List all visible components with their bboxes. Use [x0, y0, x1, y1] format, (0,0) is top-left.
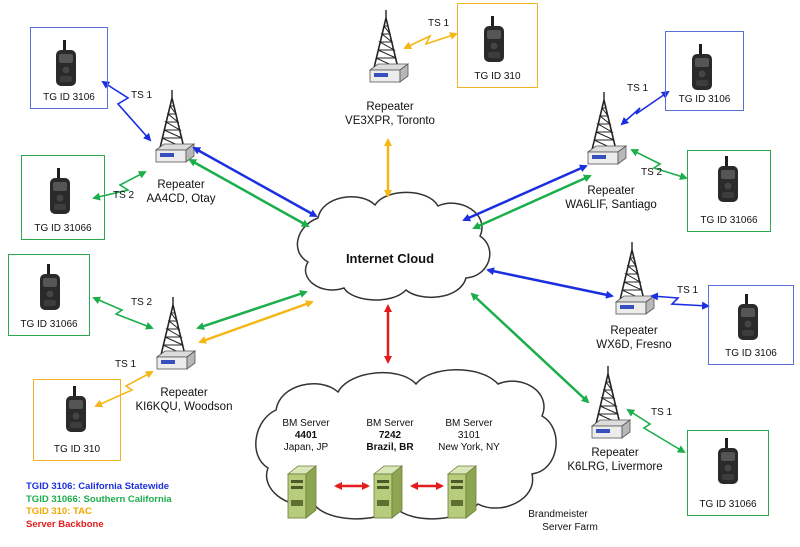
- repeater-label-woodson: Repeater KI6KQU, Woodson: [124, 386, 244, 414]
- ts-link-fresno-1: [650, 292, 710, 310]
- radio-box-fresno-ts1: TG ID 3106: [708, 285, 794, 365]
- legend-item-tac: TGID 310: TAC: [26, 506, 92, 517]
- server-label-newyork: BM Server 3101 New York, NY: [424, 418, 514, 454]
- repeater-label-line1: Repeater: [157, 179, 205, 191]
- repeater-label-santiago: Repeater WA6LIF, Santiago: [556, 184, 666, 212]
- internet-cloud-icon: [296, 191, 491, 301]
- server-label-id: 4401: [294, 430, 318, 441]
- server-farm-line2: Server Farm: [542, 522, 598, 533]
- ts-link-santiago-1: [620, 90, 670, 126]
- radio-box-livermore-ts1: TG ID 31066: [687, 430, 769, 516]
- timeslot-label: TS 1: [115, 359, 137, 370]
- server-label-line1: BM Server: [445, 418, 493, 429]
- server-label-line1: BM Server: [282, 418, 330, 429]
- radio-box-woodson-ts1: TG ID 310: [33, 379, 121, 461]
- radio-box-woodson-ts2: TG ID 31066: [8, 254, 90, 336]
- radio-tower-icon: [615, 241, 655, 315]
- link-otay-green: [188, 158, 310, 228]
- server-label-japan: BM Server 4401 Japan, JP: [266, 418, 346, 454]
- radio-tg-label: TG ID 3106: [678, 94, 731, 105]
- server-label-location: Japan, JP: [283, 442, 329, 453]
- repeater-label-line2: VE3XPR, Toronto: [345, 115, 435, 127]
- link-fresno-blue: [486, 267, 614, 299]
- timeslot-label: TS 1: [651, 407, 673, 418]
- timeslot-label: TS 1: [428, 18, 450, 29]
- timeslot-label: TS 2: [113, 190, 135, 201]
- repeater-label-line2: AA4CD, Otay: [146, 193, 216, 205]
- link-livermore-green: [470, 292, 590, 404]
- link-santiago-green: [472, 174, 592, 230]
- radio-tower-icon: [155, 89, 195, 163]
- server-icon: [447, 465, 477, 519]
- repeater-label-fresno: Repeater WX6D, Fresno: [584, 324, 684, 352]
- ts-link-otay-1: [101, 80, 152, 142]
- radio-box-otay-ts1: TG ID 3106: [30, 27, 108, 109]
- timeslot-label: TS 2: [131, 297, 153, 308]
- server-label-id: 3101: [457, 430, 481, 441]
- server-label-line1: BM Server: [366, 418, 414, 429]
- timeslot-label: TS 2: [641, 167, 663, 178]
- server-label-brazil: BM Server 7242 Brazil, BR: [350, 418, 430, 454]
- radio-tg-label: TG ID 31066: [699, 499, 757, 510]
- server-label-location: Brazil, BR: [366, 442, 414, 453]
- ts-link-santiago-2: [630, 149, 688, 181]
- radio-tower-icon: [587, 91, 627, 165]
- ts-link-livermore-1: [626, 408, 686, 454]
- radio-tg-label: TG ID 310: [53, 444, 101, 455]
- radio-tg-label: TG ID 31066: [20, 319, 78, 330]
- repeater-label-line2: K6LRG, Livermore: [567, 461, 663, 473]
- repeater-label-line2: KI6KQU, Woodson: [135, 401, 233, 413]
- radio-box-toronto-ts1: TG ID 310: [457, 3, 538, 88]
- ts-link-woodson-1: [94, 371, 154, 408]
- repeater-label-livermore: Repeater K6LRG, Livermore: [560, 446, 670, 474]
- timeslot-label: TS 1: [627, 83, 649, 94]
- server-label-location: New York, NY: [438, 442, 500, 453]
- radio-box-santiago-ts1: TG ID 3106: [665, 31, 744, 111]
- legend-item-backbone: Server Backbone: [26, 518, 104, 530]
- ts-link-woodson-2: [92, 296, 154, 330]
- server-icon: [287, 465, 317, 519]
- ts-link-toronto-1: [403, 32, 458, 50]
- repeater-label-toronto: Repeater VE3XPR, Toronto: [330, 100, 450, 128]
- server-icon: [373, 465, 403, 519]
- radio-tower-icon: [369, 9, 409, 83]
- repeater-label-line1: Repeater: [610, 325, 658, 337]
- repeater-label-line1: Repeater: [587, 185, 635, 197]
- legend-item-southern: TGID 31066: Southern California: [26, 493, 172, 505]
- legend: TGID 3106: California Statewide TGID 310…: [26, 481, 172, 531]
- ts-link-otay-2: [92, 171, 147, 201]
- repeater-label-line2: WX6D, Fresno: [596, 339, 672, 351]
- repeater-label-line1: Repeater: [160, 387, 208, 399]
- radio-tg-label: TG ID 3106: [725, 348, 777, 359]
- radio-tower-icon: [156, 296, 196, 370]
- server-farm-label: Brandmeister Server Farm: [508, 508, 608, 534]
- server-farm-line1: Brandmeister: [528, 509, 588, 520]
- radio-tower-icon: [591, 365, 631, 439]
- link-woodson-orange: [198, 300, 314, 344]
- server-label-id: 7242: [378, 430, 402, 441]
- internet-cloud-label: Internet Cloud: [345, 251, 435, 266]
- repeater-label-otay: Repeater AA4CD, Otay: [136, 178, 226, 206]
- radio-tg-label: TG ID 310: [474, 71, 521, 82]
- radio-box-santiago-ts2: TG ID 31066: [687, 150, 771, 232]
- repeater-label-line2: WA6LIF, Santiago: [565, 199, 657, 211]
- legend-item-statewide: TGID 3106: California Statewide: [26, 481, 170, 492]
- repeater-label-line1: Repeater: [591, 447, 639, 459]
- repeater-label-line1: Repeater: [366, 101, 414, 113]
- radio-tg-label: TG ID 31066: [700, 215, 758, 226]
- timeslot-label: TS 1: [131, 90, 153, 101]
- timeslot-label: TS 1: [677, 285, 699, 296]
- radio-tg-label: TG ID 31066: [34, 223, 92, 234]
- radio-box-otay-ts2: TG ID 31066: [21, 155, 105, 240]
- radio-tg-label: TG ID 3106: [43, 92, 95, 103]
